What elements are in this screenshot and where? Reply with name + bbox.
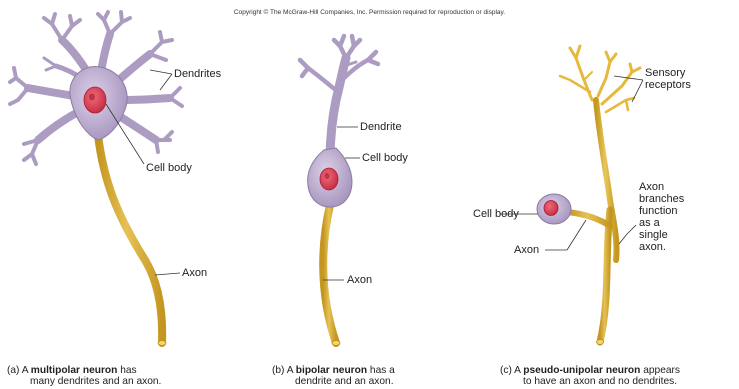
multipolar-neuron (10, 12, 182, 346)
bipolar-nucleus (320, 168, 338, 190)
label-cell-body-a: Cell body (146, 162, 192, 174)
label-dendrites: Dendrites (174, 68, 221, 80)
caption-a: (a) A multipolar neuron has many dendrit… (7, 365, 161, 387)
label-cell-body-c: Cell body (473, 208, 519, 220)
label-axon-b: Axon (347, 274, 372, 286)
caption-c: (c) A pseudo-unipolar neuron appears to … (500, 365, 680, 387)
pseudo-axon-end (597, 340, 604, 345)
multipolar-nucleus (84, 87, 106, 113)
bipolar-neuron (300, 36, 378, 346)
label-axon-a: Axon (182, 267, 207, 279)
caption-b: (b) A bipolar neuron has a dendrite and … (272, 365, 395, 387)
bipolar-axon-end (332, 341, 340, 346)
label-dendrite-b: Dendrite (360, 121, 402, 133)
label-axon-branches: Axon branches function as a single axon. (639, 181, 684, 253)
label-cell-body-b: Cell body (362, 152, 408, 164)
bipolar-dendrite (300, 36, 378, 160)
label-sensory-receptors: Sensory receptors (645, 67, 691, 91)
multipolar-axon-end (158, 341, 166, 346)
label-axon-c: Axon (514, 244, 539, 256)
pseudo-nucleus (544, 201, 558, 216)
pseudo-unipolar-neuron (500, 46, 643, 345)
sensory-receptor-branches (560, 46, 640, 112)
